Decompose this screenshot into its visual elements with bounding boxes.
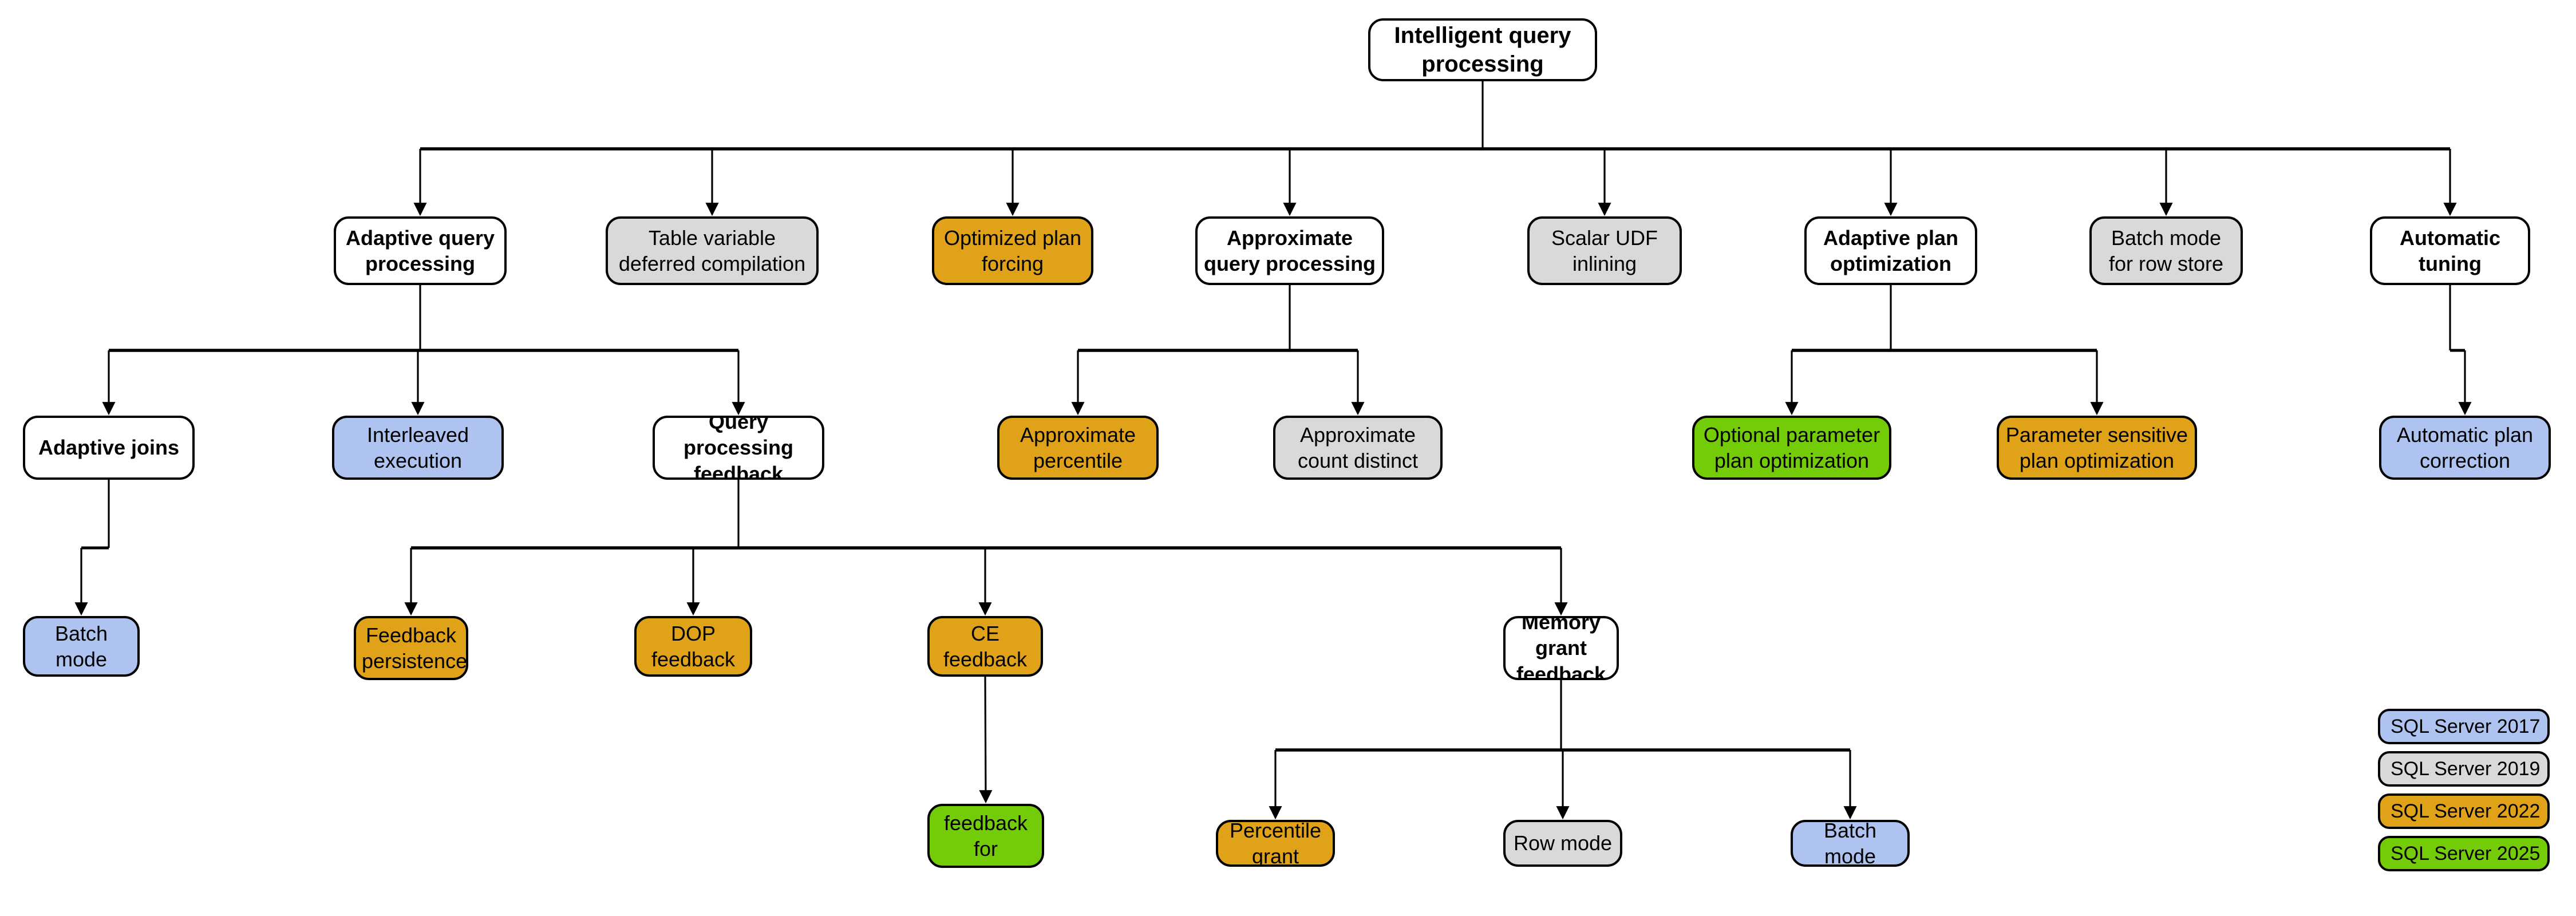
node-acd[interactable]: Approximate count distinct xyxy=(1273,416,1443,480)
legend-label: SQL Server 2017 xyxy=(2391,715,2541,737)
legend-item-sql-server-2025[interactable]: SQL Server 2025 xyxy=(2378,836,2550,871)
node-label: Parameter sensitive plan optimization xyxy=(2005,423,2188,472)
legend-label: SQL Server 2019 xyxy=(2391,757,2541,780)
node-label: Percentile grant xyxy=(1229,820,1322,867)
node-apc[interactable]: Automatic plan correction xyxy=(2379,416,2551,480)
node-label: CE feedback for expressions xyxy=(935,806,1042,866)
node-cefb[interactable]: CE feedback xyxy=(927,616,1043,677)
legend-label: SQL Server 2022 xyxy=(2391,800,2541,822)
node-label: Intelligent query processing xyxy=(1394,22,1571,77)
node-label: Adaptive plan optimization xyxy=(1823,226,1959,275)
node-aqpr[interactable]: Approximate query processing xyxy=(1195,216,1384,285)
node-label: Batch mode xyxy=(54,621,108,671)
node-fbpersist[interactable]: Feedback persistence xyxy=(354,616,468,680)
node-ajoins[interactable]: Adaptive joins xyxy=(23,416,195,480)
node-label: Table variable deferred compilation xyxy=(618,226,806,275)
legend-item-sql-server-2017[interactable]: SQL Server 2017 xyxy=(2378,709,2550,744)
node-label: Memory grant feedback xyxy=(1516,616,1606,680)
node-apct[interactable]: Approximate percentile xyxy=(997,416,1159,480)
node-apo[interactable]: Adaptive plan optimization xyxy=(1804,216,1977,285)
node-rowmode[interactable]: Row mode xyxy=(1503,820,1622,867)
node-label: Approximate percentile xyxy=(1020,423,1136,472)
node-udf[interactable]: Scalar UDF inlining xyxy=(1527,216,1682,285)
node-label: Approximate query processing xyxy=(1203,226,1376,275)
node-label: Approximate count distinct xyxy=(1297,423,1419,472)
legend-label: SQL Server 2025 xyxy=(2391,842,2541,864)
node-pgrant[interactable]: Percentile grant xyxy=(1216,820,1335,867)
node-label: Adaptive query processing xyxy=(345,226,495,275)
connector-segment xyxy=(979,676,993,804)
node-label: Optimized plan forcing xyxy=(943,226,1082,275)
node-label: Feedback persistence xyxy=(362,623,468,673)
node-label: Automatic plan correction xyxy=(2396,423,2534,472)
node-bmode1[interactable]: Batch mode xyxy=(23,616,140,677)
node-opf[interactable]: Optimized plan forcing xyxy=(932,216,1093,285)
node-label: Query processing feedback xyxy=(683,416,794,480)
node-mgf[interactable]: Memory grant feedback xyxy=(1503,616,1619,680)
legend-item-sql-server-2019[interactable]: SQL Server 2019 xyxy=(2378,751,2550,787)
node-label: Row mode xyxy=(1513,831,1613,855)
node-oppo[interactable]: Optional parameter plan optimization xyxy=(1692,416,1891,480)
node-pspo[interactable]: Parameter sensitive plan optimization xyxy=(1997,416,2197,480)
node-label: Batch mode for row store xyxy=(2108,226,2224,275)
node-label: Interleaved execution xyxy=(366,423,469,472)
node-bmode2[interactable]: Batch mode xyxy=(1791,820,1910,867)
node-label: Automatic tuning xyxy=(2399,226,2500,275)
node-dopfb[interactable]: DOP feedback xyxy=(634,616,752,677)
node-bmrs[interactable]: Batch mode for row store xyxy=(2089,216,2243,285)
legend-item-sql-server-2022[interactable]: SQL Server 2022 xyxy=(2378,793,2550,829)
node-label: Batch mode xyxy=(1823,820,1877,867)
node-tvdc[interactable]: Table variable deferred compilation xyxy=(606,216,819,285)
node-label: DOP feedback xyxy=(651,621,736,671)
node-label: Adaptive joins xyxy=(38,436,180,460)
node-autotune[interactable]: Automatic tuning xyxy=(2370,216,2530,285)
node-cefbexpr[interactable]: CE feedback for expressions xyxy=(927,804,1044,868)
node-label: Scalar UDF inlining xyxy=(1551,226,1658,275)
node-iqp[interactable]: Intelligent query processing xyxy=(1368,18,1597,81)
node-qpf[interactable]: Query processing feedback xyxy=(653,416,824,480)
node-label: Optional parameter plan optimization xyxy=(1703,423,1880,472)
node-aqp[interactable]: Adaptive query processing xyxy=(334,216,507,285)
node-interleaved[interactable]: Interleaved execution xyxy=(332,416,504,480)
node-label: CE feedback xyxy=(943,621,1028,671)
